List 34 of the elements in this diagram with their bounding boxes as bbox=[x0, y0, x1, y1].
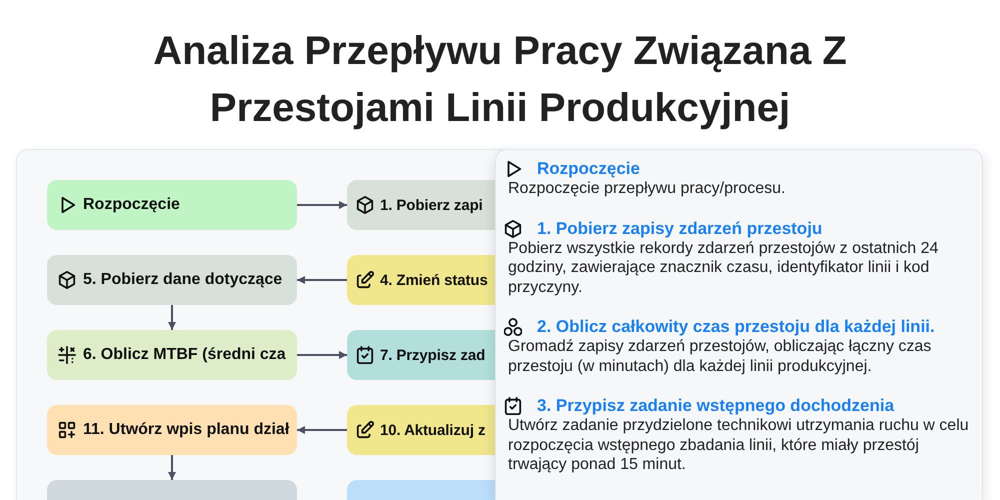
process-box bbox=[347, 255, 495, 305]
step-heading: 1. Pobierz zapisy zdarzeń przestoju bbox=[537, 218, 822, 238]
step-label: 7. Przypisz zad bbox=[380, 346, 486, 364]
arrow bbox=[297, 201, 347, 209]
step-label: 4. Zmień status bbox=[380, 272, 488, 288]
step-heading: 3. Przypisz zadanie wstępnego dochodzenia bbox=[537, 396, 894, 416]
arrow bbox=[297, 351, 347, 359]
process-box bbox=[347, 180, 495, 230]
step-label: 10. Aktualizuj z bbox=[380, 422, 486, 438]
step-label: 11. Utwórz wpis planu dział bbox=[83, 421, 290, 439]
arrow bbox=[168, 455, 176, 480]
arrow bbox=[297, 276, 347, 284]
step-details-panel bbox=[495, 149, 983, 500]
step-description: Utwórz zadanie przydzielone technikowi utrzymania ruchu w celu rozpoczęcia wstępnego zbadania linii, które miały przestój trwający ponad 15 minut. bbox=[508, 416, 970, 474]
process-box bbox=[47, 180, 297, 230]
diagram-title: Analiza Przepływu Pracy Związana Z Przestojami Linii Produkcyjnej bbox=[152, 28, 848, 132]
step-heading: Rozpoczęcie bbox=[537, 159, 640, 179]
step-label: 1. Pobierz zapi bbox=[380, 196, 483, 214]
arrow bbox=[168, 305, 176, 330]
step-description: Pobierz wszystkie rekordy zdarzeń przestojów z ostatnich 24 godziny, zawierające znacznik czasu, identyfikator linii i kod przyczyny. bbox=[508, 238, 940, 297]
step-label: Rozpoczęcie bbox=[83, 196, 180, 214]
step-label: 6. Oblicz MTBF (średni cza bbox=[83, 346, 286, 364]
process-box bbox=[47, 255, 297, 305]
step-label: 5. Pobierz dane dotyczące bbox=[83, 271, 282, 289]
process-box bbox=[347, 480, 495, 500]
process-box bbox=[47, 330, 297, 380]
step-description: Rozpoczęcie przepływu pracy/procesu. bbox=[508, 179, 786, 198]
process-box bbox=[47, 405, 297, 455]
process-box bbox=[47, 480, 297, 500]
step-description: Gromadź zapisy zdarzeń przestojów, obliczając łączny czas przestoju (w minutach) dla każdej linii produkcyjnej. bbox=[508, 337, 932, 376]
process-box bbox=[347, 405, 495, 455]
step-heading: 2. Oblicz całkowity czas przestoju dla każdej linii. bbox=[537, 317, 935, 337]
arrow bbox=[297, 426, 347, 434]
process-box bbox=[347, 330, 495, 380]
